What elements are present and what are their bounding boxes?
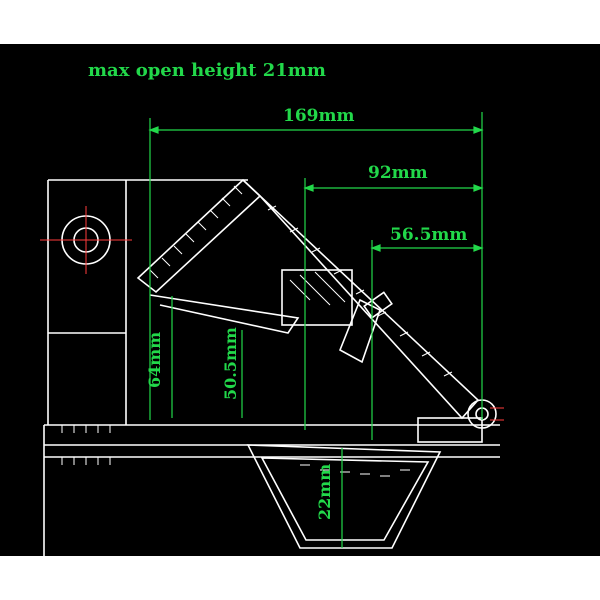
pivot-centerline (40, 206, 132, 274)
hinge-block (417, 417, 483, 443)
dim-label-height-outer: 64mm (145, 332, 164, 388)
clamp-jaw (338, 298, 381, 364)
bolt-head (363, 291, 393, 319)
tray-outline (246, 444, 442, 549)
clamp-block (281, 269, 353, 326)
drawing-title: max open height 21mm (88, 60, 326, 81)
dim-upper (304, 178, 482, 430)
ext-overall (149, 112, 483, 420)
centerlines (40, 206, 504, 421)
upper-arm-right-plate (242, 179, 480, 420)
tray-inner (260, 457, 430, 541)
frame-base-rail (43, 424, 500, 556)
dim-label-upper-width: 92mm (368, 163, 428, 183)
mechanism-outline (43, 178, 500, 556)
drawing-background (0, 44, 600, 556)
dimension-lines (148, 112, 484, 548)
dim-label-tray-depth: 22mm (315, 464, 334, 520)
dim-label-overall-width: 169mm (283, 106, 354, 126)
dim-label-height-inner: 50.5mm (221, 327, 240, 400)
dim-inner (371, 240, 482, 440)
dim-label-inner-width: 56.5mm (390, 225, 467, 245)
hinge-centerline (490, 407, 504, 421)
hatch-marks (61, 185, 453, 477)
frame-left-block (47, 179, 248, 425)
